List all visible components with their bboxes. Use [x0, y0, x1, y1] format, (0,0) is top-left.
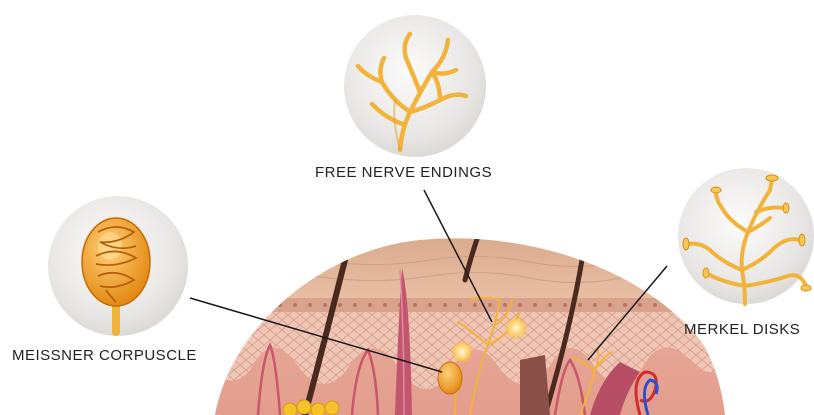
glow-point — [504, 316, 528, 340]
merkel-disks-bubble — [678, 168, 814, 304]
meissner-corpuscle-bubble — [48, 196, 188, 336]
meissner-corpuscle-in-skin — [438, 362, 462, 394]
meissner-corpuscle-label: MEISSNER CORPUSCLE — [12, 347, 197, 364]
free-nerve-endings-bubble — [344, 15, 486, 157]
glow-point — [450, 340, 474, 364]
skin-cross-section — [200, 230, 740, 415]
free-nerve-endings-label: FREE NERVE ENDINGS — [315, 164, 492, 181]
hair-follicle — [520, 355, 550, 415]
merkel-disks-label: MERKEL DISKS — [684, 321, 800, 338]
